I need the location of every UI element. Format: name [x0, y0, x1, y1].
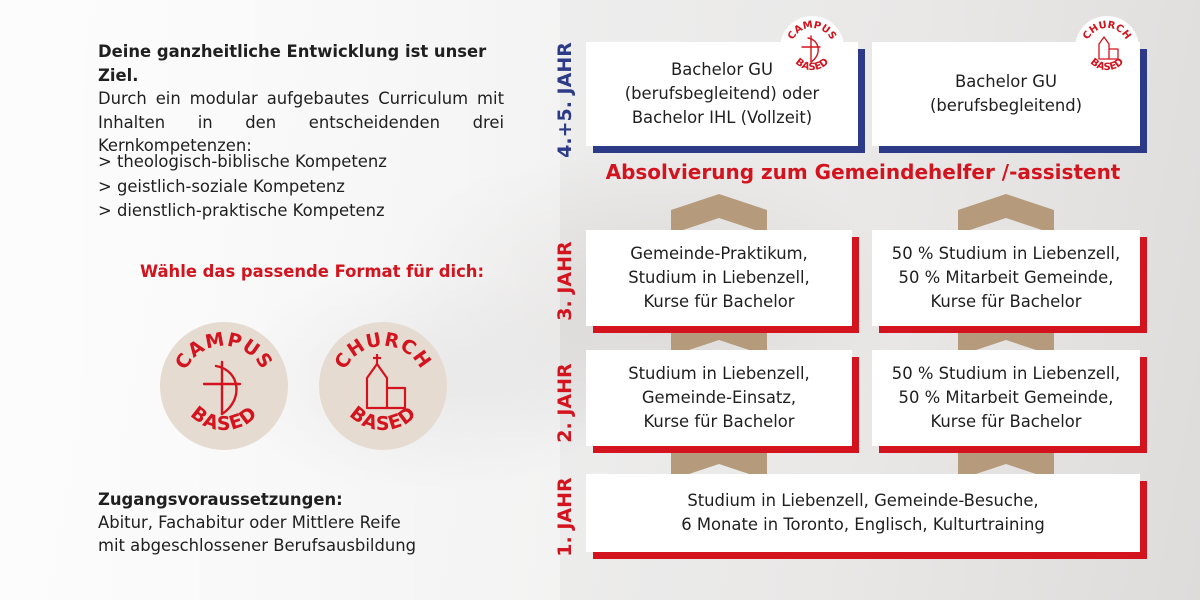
box-year1: Studium in Liebenzell, Gemeinde-Besuche,… — [586, 474, 1140, 552]
church-mini-badge: CHURCH BASED — [1075, 16, 1139, 80]
access-heading: Zugangsvoraussetzungen: — [98, 490, 343, 509]
chevron-up-icon — [671, 436, 767, 480]
format-heading: Wähle das passende Format für dich: — [140, 262, 485, 281]
competency-list: > theologisch-biblische Kompetenz > geis… — [98, 150, 387, 224]
box-year2-campus: Studium in Liebenzell, Gemeinde-Einsatz,… — [586, 350, 852, 446]
access-requirements: Zugangsvoraussetzungen: Abitur, Fachabit… — [98, 488, 416, 557]
chevron-up-icon — [958, 194, 1054, 234]
competency-item: > dienstlich-praktische Kompetenz — [98, 201, 385, 221]
access-line: Abitur, Fachabitur oder Mittlere Reife — [98, 513, 401, 532]
svg-text:BASED: BASED — [793, 57, 831, 73]
chevron-up-icon — [671, 194, 767, 234]
intro-text: Deine ganzheitliche Entwicklung ist unse… — [98, 40, 504, 158]
campus-mini-badge: CAMPUS BASED — [780, 16, 844, 80]
year-label-3: 3. JAHR — [554, 241, 576, 321]
milestone-heading: Absolvierung zum Gemeindehelfer /-assist… — [605, 160, 1121, 184]
box-year2-church: 50 % Studium in Liebenzell, 50 % Mitarbe… — [872, 350, 1140, 446]
box-year3-campus: Gemeinde-Praktikum, Studium in Liebenzel… — [586, 230, 852, 326]
campus-mini-bottom: BASED — [793, 57, 831, 73]
campus-based-badge: CAMPUS BASED — [160, 322, 288, 450]
year-label-1: 1. JAHR — [554, 477, 576, 557]
church-based-badge: CHURCH BASED — [319, 322, 447, 450]
year-label-2: 2. JAHR — [554, 363, 576, 443]
background-wash — [0, 0, 560, 600]
chevron-up-icon — [958, 436, 1054, 480]
intro-headline: Deine ganzheitliche Entwicklung ist unse… — [98, 42, 487, 85]
year-label-4-5: 4.+5. JAHR — [554, 42, 576, 158]
church-icon — [1098, 36, 1119, 60]
cross-icon — [801, 35, 821, 63]
box-year3-church: 50 % Studium in Liebenzell, 50 % Mitarbe… — [872, 230, 1140, 326]
church-mini-bottom: BASED — [1088, 57, 1126, 73]
intro-body: Durch ein modular aufgebautes Curriculum… — [98, 89, 504, 155]
svg-text:BASED: BASED — [1088, 57, 1126, 73]
competency-item: > theologisch-biblische Kompetenz — [98, 152, 387, 171]
competency-item: > geistlich-soziale Kompetenz — [98, 176, 345, 196]
access-line: mit abgeschlossener Berufsausbildung — [98, 536, 417, 555]
church-icon — [365, 354, 407, 410]
cross-icon — [202, 360, 242, 416]
